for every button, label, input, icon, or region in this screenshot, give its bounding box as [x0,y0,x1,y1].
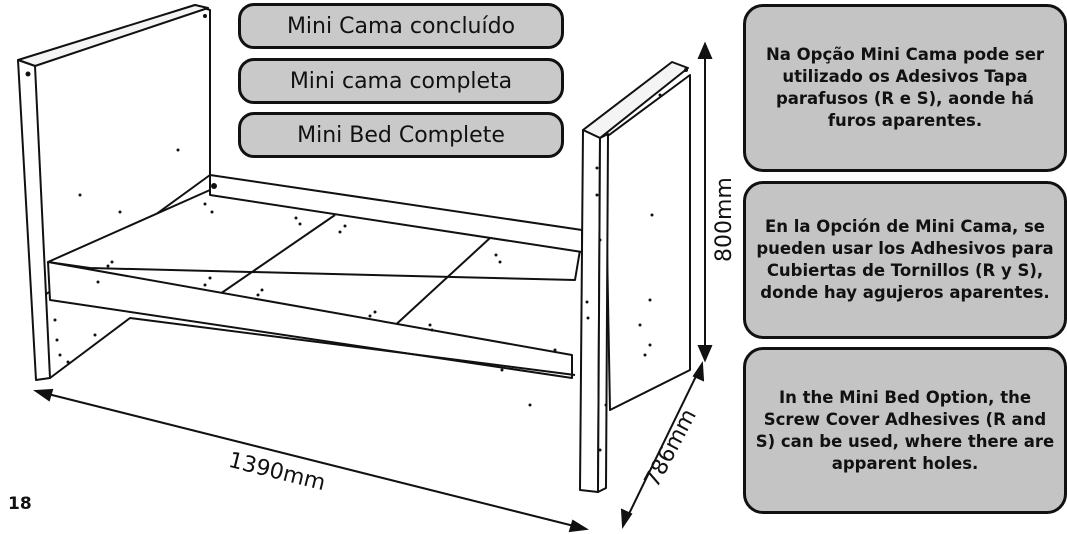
title-es: Mini cama completa [238,58,564,104]
under-rail [49,317,576,379]
right-post [579,129,601,493]
note-es: En la Opción de Mini Cama, se pueden usa… [743,181,1067,339]
note-en: In the Mini Bed Option, the Screw Cover … [743,347,1067,514]
front-rail [47,261,573,379]
length-dimension-line [39,391,583,529]
depth-dimension-line [624,367,701,523]
note-pt: Na Opção Mini Cama pode ser utilizado os… [743,4,1067,172]
right-footboard-panel [604,74,691,411]
title-en: Mini Bed Complete [238,112,564,158]
right-post-side [597,133,609,493]
title-pt: Mini Cama concluído [238,3,564,49]
page-number: 18 [8,494,32,514]
height-label: 800mm [712,177,737,262]
